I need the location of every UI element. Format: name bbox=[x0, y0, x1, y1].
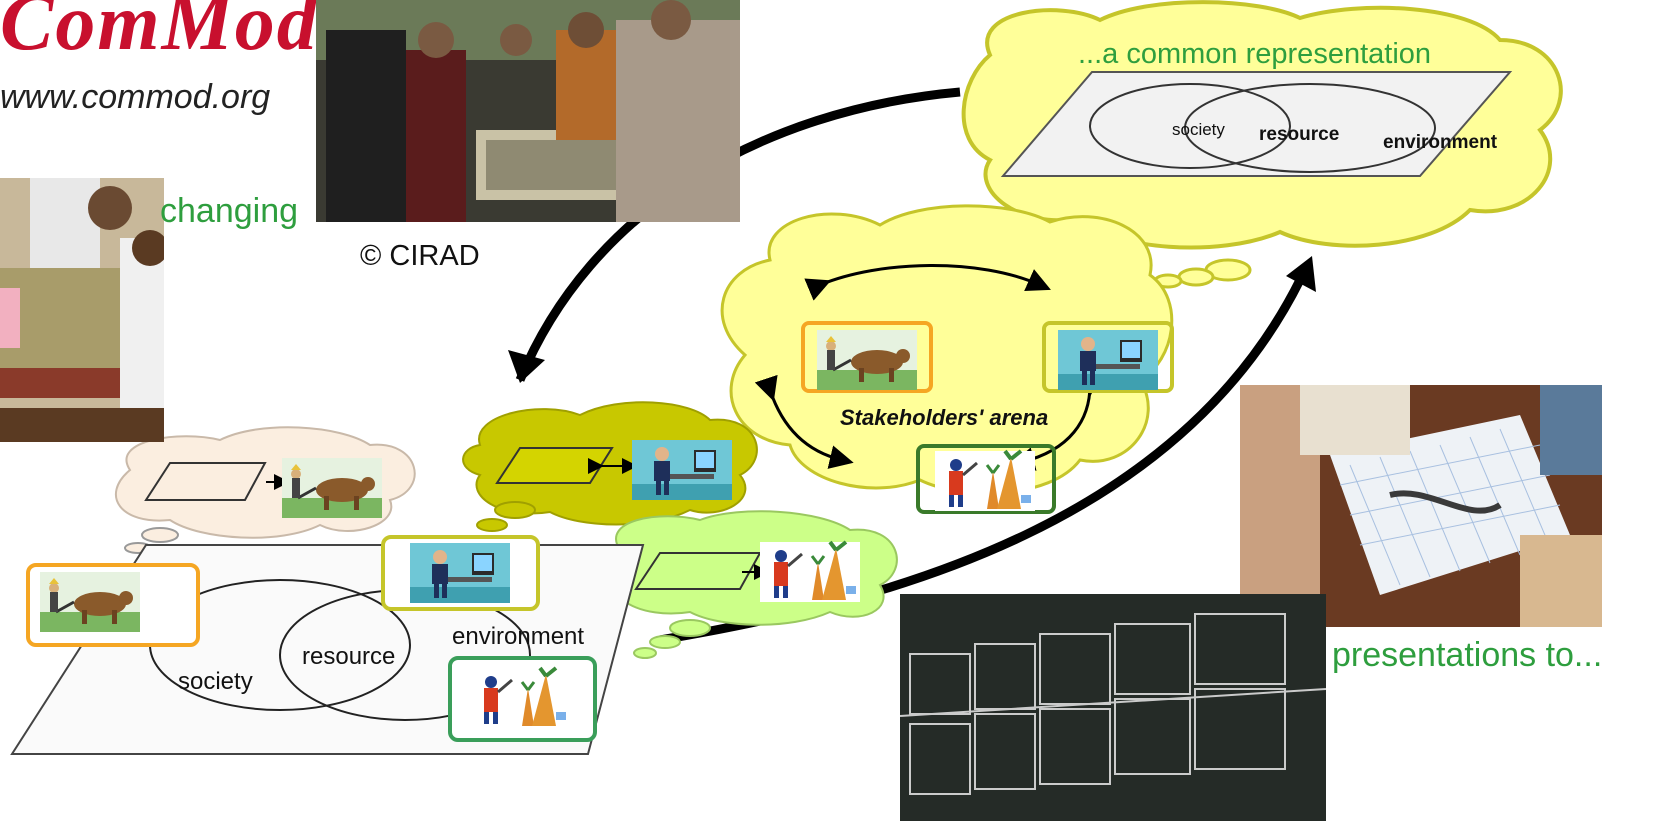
farmer-thought-bubble bbox=[114, 426, 416, 554]
venn-individual-society: society bbox=[178, 668, 253, 695]
arrowhead-bottom-to-top bbox=[1286, 256, 1316, 292]
venn-common-resource: resource bbox=[1259, 124, 1340, 145]
common-representation-cloud bbox=[961, 0, 1563, 289]
photo-blackboard bbox=[900, 594, 1326, 821]
venn-common-environment: environment bbox=[1383, 132, 1498, 153]
commod-url[interactable]: www.commod.org bbox=[0, 78, 271, 116]
arrowhead-top-to-left bbox=[508, 350, 545, 383]
caption-presentations-to: presentations to... bbox=[1332, 636, 1603, 674]
venn-common-society: society bbox=[1172, 120, 1225, 139]
stakeholders-arena-cloud bbox=[720, 204, 1174, 514]
caption-common-representation: ...a common representation bbox=[1078, 38, 1432, 70]
commod-logo: ComMod bbox=[0, 0, 319, 67]
venn-individual-resource: resource bbox=[302, 643, 396, 670]
photo-board-game bbox=[0, 178, 164, 442]
woodcutter-thought-bubble bbox=[602, 510, 898, 659]
photo-map-workshop bbox=[1240, 385, 1602, 627]
caption-exchanging: changing bbox=[160, 192, 299, 230]
individual-representation bbox=[10, 535, 645, 755]
office-thought-bubble bbox=[462, 401, 758, 532]
venn-individual-environment: environment bbox=[452, 623, 585, 650]
photo-workshop-group bbox=[316, 0, 740, 222]
arena-label: Stakeholders' arena bbox=[840, 405, 1049, 430]
copyright-caption: © CIRAD bbox=[360, 240, 480, 272]
